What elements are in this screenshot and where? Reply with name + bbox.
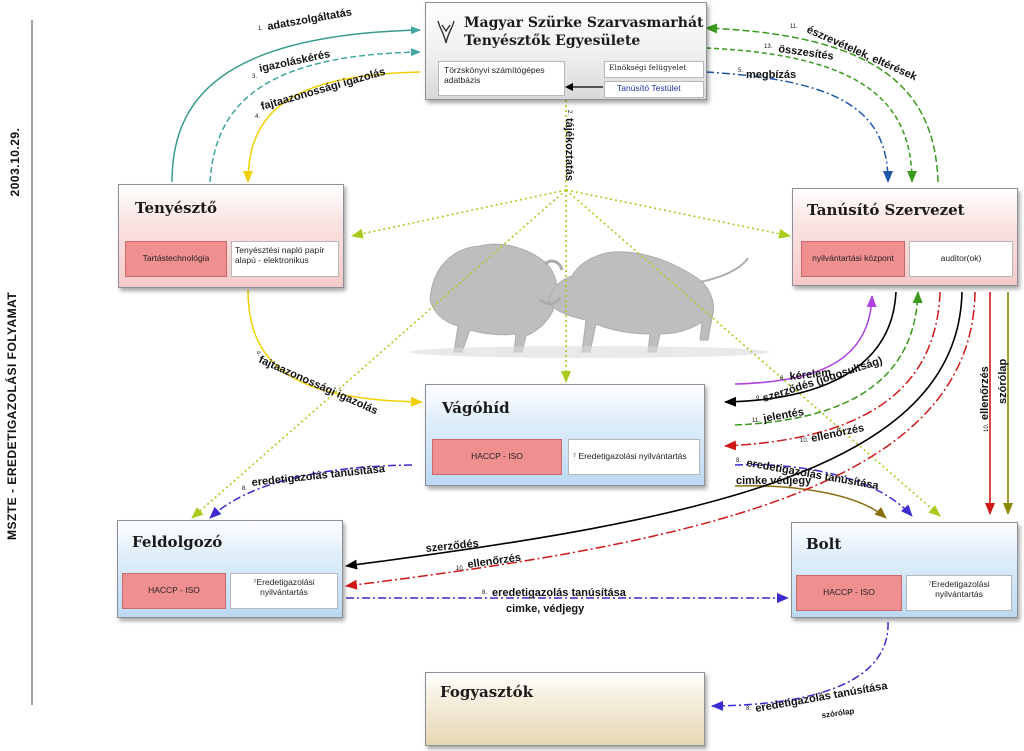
processor-title: Feldolgozó <box>132 533 223 551</box>
side-date: 2003.10.29. <box>8 127 22 197</box>
association-database: Törzskönyvi számítógépes adatbázis <box>438 61 565 96</box>
flow-eszrevetelek <box>705 23 939 183</box>
label-num-10c: 10. <box>456 566 465 572</box>
flow-ellenorzes-feldolgozo <box>345 291 976 590</box>
flow-ellenorzes-vagohid <box>724 291 941 451</box>
label-num-8c: 8. <box>482 590 487 596</box>
label-fajtaazonossagi-top: fajtaazonossági igazolás <box>260 66 387 113</box>
label-ellenorzes-feldolgozo: ellenőrzés <box>467 552 522 571</box>
label-num-8b: 8. <box>242 486 247 492</box>
flow-vagohid-bolt-cert <box>734 463 913 517</box>
association-logo <box>437 20 455 44</box>
label-jelentes: jelentés <box>761 406 804 425</box>
consumers-box: Fogyasztók <box>425 672 705 746</box>
flow-adatszolgaltatas <box>171 26 421 183</box>
association-council: Tanúsító Testület <box>604 81 704 98</box>
association-title-line1: Magyar Szürke Szarvasmarhát <box>464 15 704 31</box>
label-eredetigazolas-feldolgozo-bolt: eredetigazolás tanúsítása <box>492 587 627 599</box>
certifier-box: Tanúsító Szervezet nyilvántartási közpon… <box>792 188 1018 286</box>
side-title: MSZTE - EREDETIGAZOLÁSI FOLYAMAT <box>5 291 19 540</box>
label-num-2: 2. <box>566 110 572 115</box>
consumers-title: Fogyasztók <box>440 683 534 701</box>
label-szorolap-fogyasztok: szórólap <box>821 706 855 720</box>
info-lines <box>191 100 941 519</box>
breeder-box: Tenyésztő Tartástechnológia Tenyésztési … <box>118 184 344 288</box>
certifier-auditor: auditor(ok) <box>909 241 1013 277</box>
association-box: Magyar Szürke Szarvasmarhát Tenyésztők E… <box>425 2 707 100</box>
slaughterhouse-title: Vágóhíd <box>442 399 510 417</box>
label-num-8d: 8. <box>746 706 751 712</box>
label-cimke-vedjegy: cimke védjegy <box>736 475 812 487</box>
label-num-13: 13. <box>764 44 773 50</box>
flow-megbizas <box>705 71 893 183</box>
label-cimke-vedjegy-2: cimke, védjegy <box>506 603 585 615</box>
bulls-illustration <box>410 243 770 358</box>
label-tajekoztatas: tájékoztatás <box>563 118 575 181</box>
flow-szerzodes-feldolgozo <box>345 291 963 570</box>
shop-title: Bolt <box>806 535 842 553</box>
shop-record: ⁷Eredetigazolási nyilvántartás <box>906 575 1012 611</box>
label-fajtaazonossagi-bottom: fajtaazonossági igazolás <box>257 354 380 417</box>
label-osszesites: összesítés <box>778 43 835 63</box>
flow-fajtaazonossagi-top <box>243 71 421 183</box>
processor-box: Feldolgozó HACCP - ISO ⁷Eredetigazolási … <box>117 520 343 618</box>
flow-kerelem <box>734 295 877 385</box>
label-num-9: 9. <box>756 396 761 402</box>
label-num-3: 3. <box>252 74 257 80</box>
flow-fajtaazonossagi-bottom <box>247 289 423 407</box>
label-num-6: 6. <box>780 376 785 382</box>
board-to-database-arrow <box>565 83 603 91</box>
label-num-5: 5. <box>738 68 743 74</box>
label-kerelem: kérelem <box>789 367 832 383</box>
certifier-registry: nyilvántartási központ <box>801 241 905 277</box>
label-eredetigazolas-fogyasztok: eredetigazolás tanúsítása <box>754 680 889 715</box>
label-num-11a: 11. <box>790 24 798 30</box>
shop-haccp: HACCP - ISO <box>796 575 902 611</box>
breeder-keeping: Tartástechnológia <box>125 241 227 277</box>
flow-szerzodes-vagohid <box>724 291 897 407</box>
label-adatszolgaltatas: adatszolgáltatás <box>266 6 352 33</box>
label-ellenorzes-vagohid: ellenőrzés <box>810 422 865 445</box>
slaughterhouse-record: ⁷ Eredetigazolási nyilvántartás <box>568 439 700 475</box>
slaughterhouse-haccp: HACCP - ISO <box>432 439 562 475</box>
slaughterhouse-box: Vágóhíd HACCP - ISO ⁷ Eredetigazolási ny… <box>425 384 705 486</box>
association-title-line2: Tenyésztők Egyesülete <box>464 33 641 49</box>
flow-bolt-fogyasztok <box>711 621 889 711</box>
label-num-4b: 4. <box>254 350 262 358</box>
flow-vagohid-bolt-label <box>734 485 887 519</box>
processor-haccp: HACCP - ISO <box>122 573 226 609</box>
label-ellenorzes-bolt: ellenőrzés <box>979 366 991 420</box>
flow-jelentes <box>734 291 923 426</box>
shop-box: Bolt HACCP - ISO ⁷Eredetigazolási nyilvá… <box>791 522 1018 618</box>
flow-vagohid-feldolgozo <box>209 464 413 519</box>
label-num-8a: 8. <box>736 458 741 464</box>
certifier-title: Tanúsító Szervezet <box>807 201 965 219</box>
label-eredetigazolas-vagohid-feldolgozo: eredetigazolás tanúsítása <box>251 463 386 489</box>
processor-record: ⁷Eredetigazolási nyilvántartás <box>230 573 338 609</box>
label-num-10a: 10. <box>800 438 809 444</box>
association-board: Elnökségi felügyelet <box>604 61 704 78</box>
label-num-11b: 11. <box>752 418 760 424</box>
breeder-diary: Tenyésztési napló papír alapú - elektron… <box>231 241 339 277</box>
label-szorolap-bolt: szórólap <box>997 358 1009 404</box>
flow-igazolaskeres <box>209 48 421 183</box>
label-num-4a: 4. <box>255 114 260 120</box>
label-megbizas: megbízás <box>746 69 796 81</box>
label-num-1: 1. <box>258 26 263 32</box>
label-szerzodes-feldolgozo: szerződés <box>425 537 479 554</box>
breeder-title: Tenyésztő <box>135 199 218 217</box>
label-num-10b: 10. <box>984 423 990 432</box>
